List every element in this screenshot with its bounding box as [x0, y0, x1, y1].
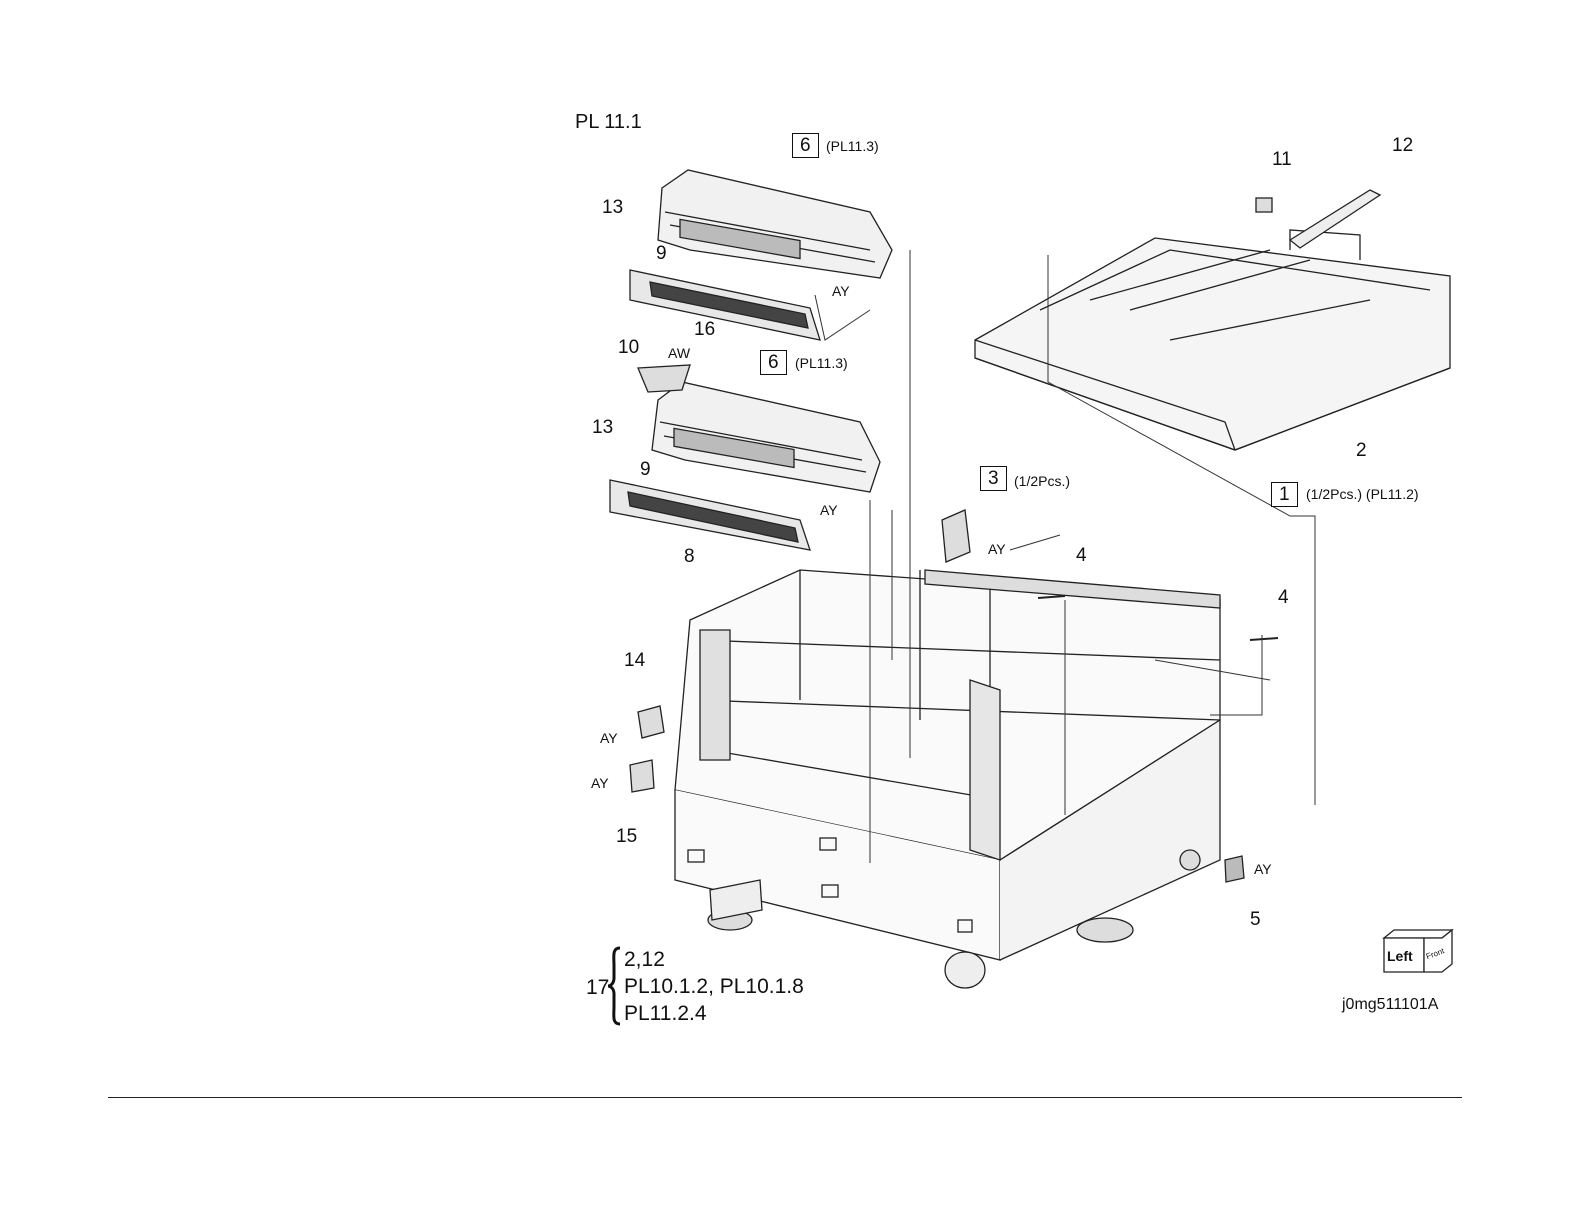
label-9-upper: 9: [656, 244, 667, 263]
callout-3: 3: [980, 466, 1007, 491]
label-15: 15: [616, 827, 637, 846]
compass-left-label: Left: [1387, 948, 1413, 964]
label-8: 8: [684, 547, 695, 566]
label-14: 14: [624, 651, 645, 670]
label-ay-15: AY: [591, 776, 609, 790]
parts-diagram: [570, 100, 1470, 1040]
label-16: 16: [694, 320, 715, 339]
label-ay-3: AY: [988, 542, 1006, 556]
label-13-lower: 13: [592, 418, 613, 437]
label-12: 12: [1392, 136, 1413, 155]
label-ay-upper: AY: [832, 284, 850, 298]
callout-1: 1: [1271, 482, 1298, 507]
label-10: 10: [618, 338, 639, 357]
label-11: 11: [1272, 150, 1292, 169]
footer-rule: [108, 1097, 1462, 1098]
callout-6-upper-ref: (PL11.3): [826, 139, 879, 153]
label-4-left: 4: [1076, 546, 1087, 565]
label-ay-lower: AY: [820, 503, 838, 517]
label-ay-5: AY: [1254, 862, 1272, 876]
legend-line: PL11.2.4: [624, 1000, 804, 1027]
legend-line: 2,12: [624, 946, 804, 973]
label-5: 5: [1250, 910, 1261, 929]
label-2: 2: [1356, 441, 1367, 460]
label-aw: AW: [668, 346, 690, 360]
legend-lines: 2,12 PL10.1.2, PL10.1.8 PL11.2.4: [624, 946, 804, 1027]
label-ay-14: AY: [600, 731, 618, 745]
label-13-upper: 13: [602, 198, 623, 217]
image-id: j0mg511101A: [1342, 997, 1438, 1013]
legend-line: PL10.1.2, PL10.1.8: [624, 973, 804, 1000]
label-9-lower: 9: [640, 460, 651, 479]
callout-1-ref: (1/2Pcs.) (PL11.2): [1306, 487, 1419, 501]
label-4-right: 4: [1278, 588, 1289, 607]
callout-6-upper: 6: [792, 133, 819, 158]
callout-6-lower-ref: (PL11.3): [795, 356, 848, 370]
callout-3-ref: (1/2Pcs.): [1014, 474, 1070, 488]
callout-6-lower: 6: [760, 350, 787, 375]
legend-brace: [606, 946, 624, 1026]
orientation-cube: Left Front: [1380, 926, 1454, 976]
